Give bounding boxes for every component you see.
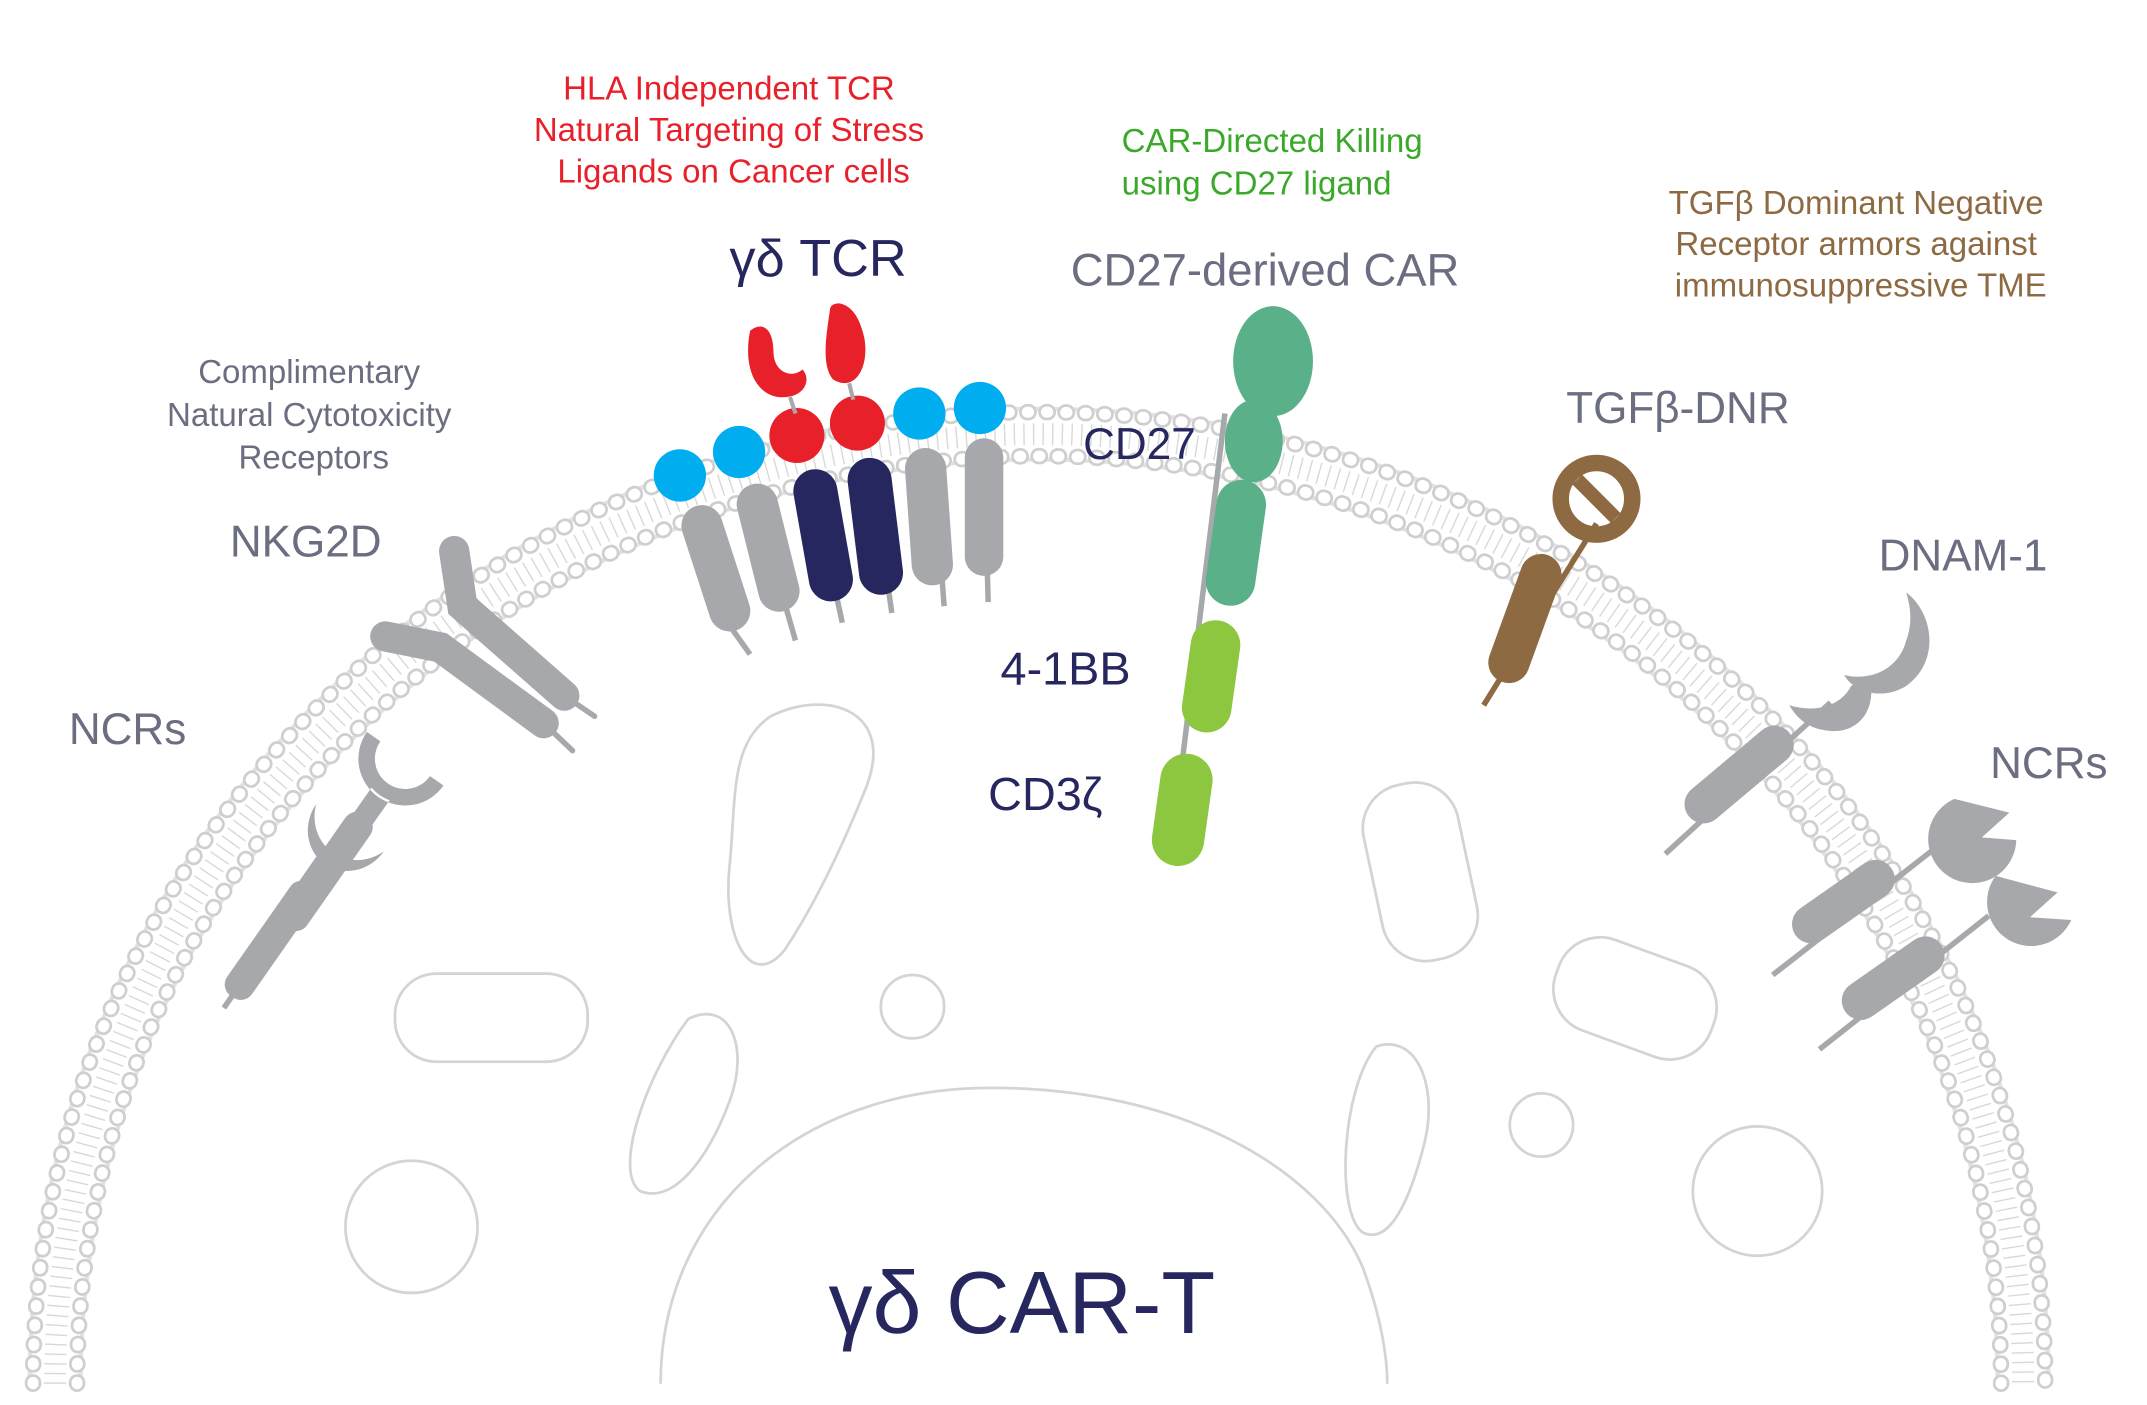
cell-title: γδ CAR-T — [829, 1253, 1216, 1352]
tgfb-dnr-note: TGFβ Dominant Negative Receptor armors a… — [1669, 184, 2053, 304]
4-1bb-label: 4-1BB — [1001, 643, 1131, 695]
cd27-car — [1151, 306, 1313, 866]
gd-tcr-label: γδ TCR — [729, 230, 906, 288]
ncrs-right-label: NCRs — [1990, 739, 2107, 788]
organelles — [344, 703, 1824, 1384]
tgfb-dnr-label: TGFβ-DNR — [1566, 384, 1789, 433]
cd3z-label: CD3ζ — [988, 768, 1102, 820]
nkg2d-receptor — [370, 535, 598, 754]
cell-membrane — [24, 403, 2054, 1393]
cd27-label: CD27 — [1083, 420, 1196, 469]
ncr-receptors-left — [221, 731, 444, 1010]
tgfb-dnr-receptor — [1481, 454, 1641, 707]
ncr-note: Complimentary Natural Cytotoxicity Recep… — [167, 353, 461, 475]
nkg2d-label: NKG2D — [230, 518, 382, 567]
dnam1-label: DNAM-1 — [1879, 531, 2048, 580]
hla-independent-tcr-note: HLA Independent TCR Natural Targeting of… — [534, 70, 933, 190]
ncr-receptors-right — [1770, 798, 2072, 1052]
cd27-car-label: CD27-derived CAR — [1071, 244, 1460, 295]
ncrs-left-label: NCRs — [69, 705, 186, 754]
gd-tcr-complex — [653, 303, 1007, 656]
dnam1-receptor — [1663, 592, 1930, 856]
car-directed-killing-note: CAR-Directed Killing using CD27 ligand — [1122, 122, 1432, 202]
